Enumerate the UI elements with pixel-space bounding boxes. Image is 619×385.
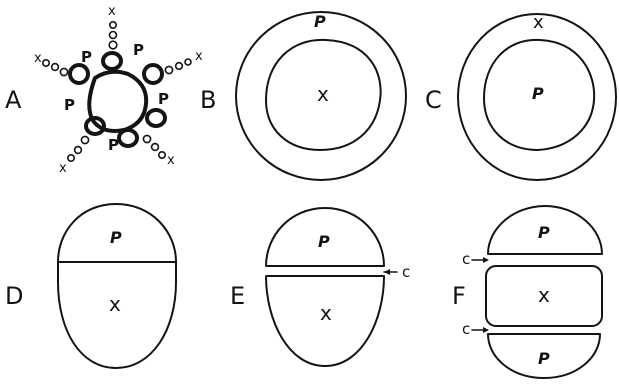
panel-d-letter: D	[5, 282, 23, 310]
petal-label: P	[81, 48, 92, 66]
outer-label: P	[314, 12, 326, 31]
panel-c: C x P	[425, 12, 616, 180]
petal-label: P	[64, 96, 75, 114]
top-label: P	[538, 223, 550, 242]
panel-f-letter: F	[452, 282, 466, 310]
ray-x-label: x	[34, 51, 42, 66]
outer-label: x	[533, 12, 544, 33]
petal-cell	[103, 53, 121, 69]
central-cell	[89, 72, 146, 131]
bottom-label: x	[320, 301, 332, 325]
ray-x-label: x	[167, 153, 175, 168]
petal-label: P	[108, 136, 119, 154]
ray-x-label: x	[195, 49, 203, 64]
inner-label: P	[532, 84, 544, 103]
ray-x-label: x	[59, 161, 67, 176]
ray-x-label: x	[108, 4, 116, 19]
panel-e-letter: E	[230, 282, 245, 310]
filament-ray-left	[43, 60, 68, 76]
panel-b-letter: B	[200, 86, 216, 114]
gap-arrowhead-upper	[483, 257, 489, 263]
petal-cell	[144, 65, 162, 83]
filament-ray-lower-right	[143, 135, 165, 158]
gap-arrowhead-lower	[483, 327, 489, 333]
petal-cell	[147, 110, 165, 126]
top-label: P	[110, 228, 122, 247]
petal-cell	[70, 65, 88, 83]
filament-ray-top	[109, 22, 117, 49]
gap-label: c	[402, 263, 410, 281]
panel-f: F P x P c c	[452, 206, 602, 378]
panel-d: D P x	[5, 204, 176, 368]
petal-cell	[119, 130, 137, 146]
bottom-label: x	[109, 292, 121, 316]
gap-arrowhead	[384, 269, 390, 275]
panel-a-letter: A	[5, 86, 22, 114]
filament-ray-lower-left	[68, 136, 89, 161]
inner-label: x	[317, 82, 329, 106]
gap-label-lower: c	[462, 320, 470, 338]
gap-label-upper: c	[462, 250, 470, 268]
panel-b: B P x	[200, 12, 406, 180]
middle-label: x	[538, 283, 550, 307]
filament-ray-right	[165, 59, 191, 74]
panel-e: E P x c	[230, 208, 410, 366]
bottom-label: P	[538, 349, 550, 368]
petal-label: P	[158, 90, 169, 108]
petal-label: P	[133, 41, 144, 59]
top-label: P	[318, 232, 330, 251]
panel-a: A P P P P P x x	[5, 4, 203, 176]
panel-c-letter: C	[425, 86, 442, 114]
